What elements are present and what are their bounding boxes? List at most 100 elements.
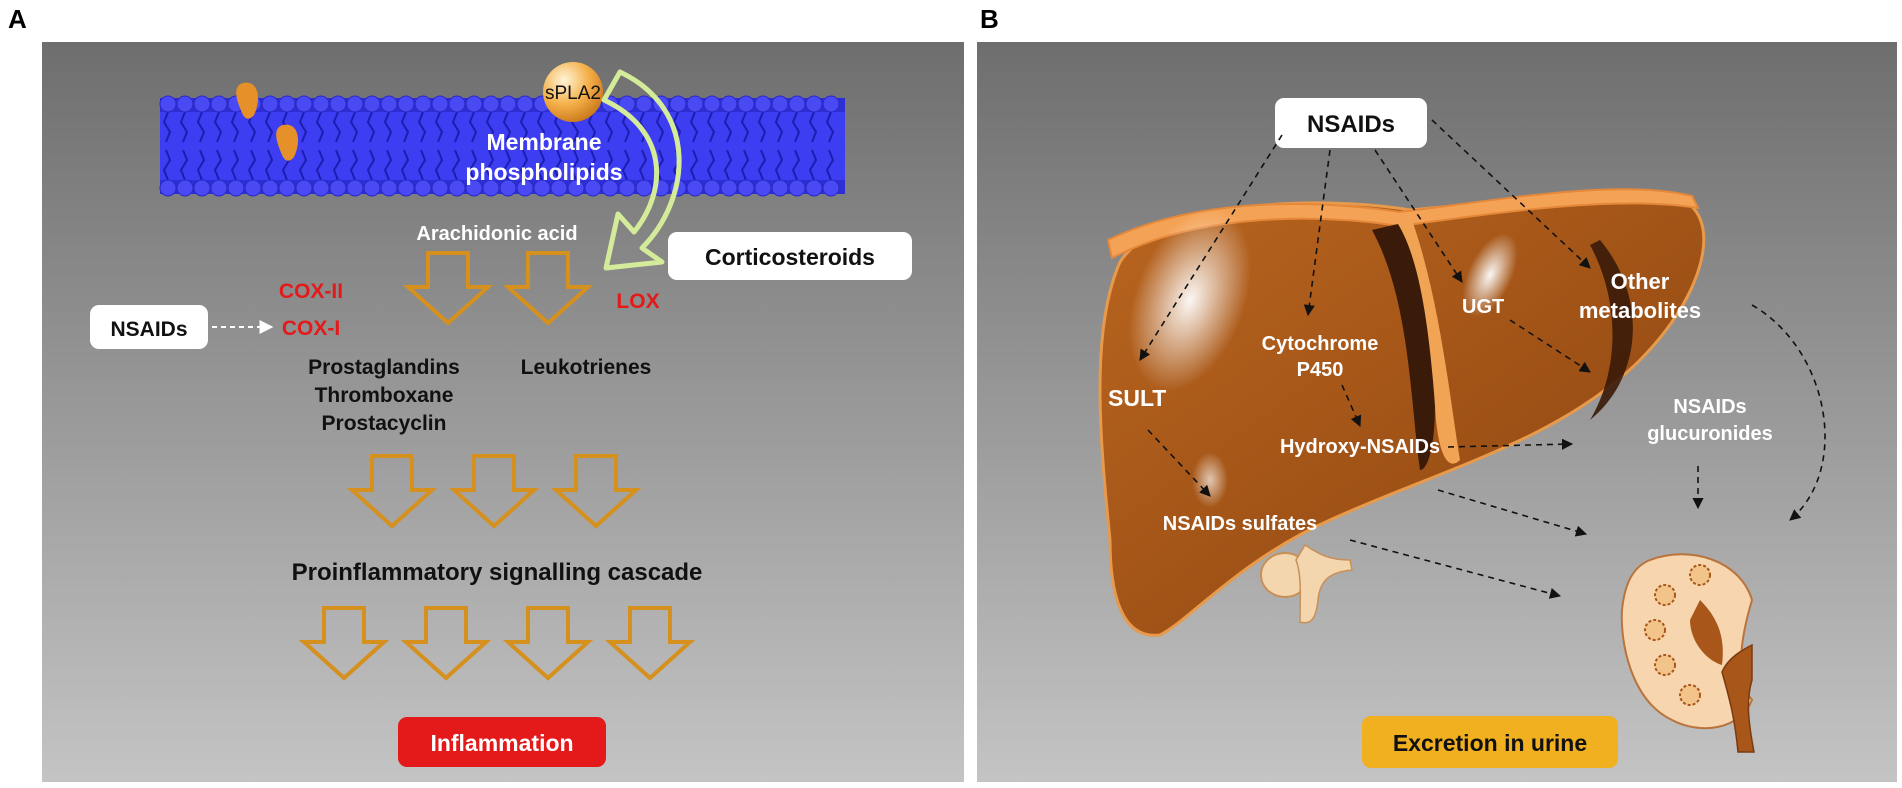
lipid-head [448, 95, 466, 113]
lipid-tail [825, 111, 835, 143]
arrow-ugt-to-glucuronides [1509, 319, 1591, 373]
membrane-bilayer [159, 95, 845, 197]
liver-illustration [1098, 188, 1706, 637]
lipid-tail [485, 149, 495, 181]
lipid-head [431, 95, 449, 113]
lipid-tail [536, 149, 546, 181]
lipid-head [703, 95, 721, 113]
nsaids-box-a [90, 305, 208, 349]
lipid-head [499, 95, 517, 113]
cox1-label: COX-I [282, 317, 340, 340]
lipid-tail [162, 111, 172, 143]
arrow-cyp-to-hydroxy [1341, 384, 1362, 428]
membrane-label-line1: Membrane [486, 129, 601, 155]
lipid-head [618, 179, 636, 197]
lipid-head [278, 179, 296, 197]
corticosteroids-box [668, 232, 912, 280]
lipid-head [822, 95, 840, 113]
lipid-tail [706, 149, 716, 181]
lipid-head [754, 179, 772, 197]
lipid-tail [604, 111, 614, 143]
lipid-head [397, 95, 415, 113]
lipid-tail [791, 111, 801, 143]
lipid-head [176, 95, 194, 113]
excretion-box [1362, 716, 1618, 768]
lipid-head [584, 179, 602, 197]
lipid-tail [383, 111, 393, 143]
hydroxy-label: Hydroxy-NSAIDs [1280, 436, 1440, 458]
corticosteroid-curve-arrow [601, 69, 682, 271]
lipid-tail [298, 149, 308, 181]
lipid-head [193, 95, 211, 113]
lipid-tail [179, 111, 189, 143]
lipid-tail [808, 149, 818, 181]
lipid-tail [604, 149, 614, 181]
lipid-tail [451, 149, 461, 181]
lipid-tail [213, 111, 223, 143]
nsaids-label-b: NSAIDs [1307, 111, 1395, 138]
lipid-head [465, 179, 483, 197]
lipid-head [686, 95, 704, 113]
lipid-tail [774, 111, 784, 143]
lox-label: LOX [616, 290, 659, 313]
lipid-tail [196, 149, 206, 181]
lipid-tail [417, 149, 427, 181]
lipid-head [499, 179, 517, 197]
lipid-tail [638, 149, 648, 181]
lipid-tail [400, 111, 410, 143]
lipid-tail [825, 149, 835, 181]
panel-b-letter: B [980, 4, 999, 34]
lipid-head [720, 179, 738, 197]
lipid-tail [519, 111, 529, 143]
lipid-head [159, 179, 177, 197]
lipid-tail [621, 111, 631, 143]
lipid-tail [349, 111, 359, 143]
lipid-tail [536, 111, 546, 143]
cox2-label: COX-II [279, 280, 343, 303]
lipid-head [635, 179, 653, 197]
lipid-tail [774, 149, 784, 181]
arrow-other-to-kidney [1751, 304, 1826, 521]
lipid-tail [332, 149, 342, 181]
membrane-label-line2: phospholipids [465, 159, 622, 185]
inflammation-box [398, 717, 606, 767]
lipid-tail [417, 111, 427, 143]
lipid-head [414, 95, 432, 113]
lipid-head [261, 179, 279, 197]
lipid-head [244, 179, 262, 197]
lipid-tail [621, 149, 631, 181]
lipid-head [788, 179, 806, 197]
lipid-tail [434, 149, 444, 181]
sult-label: SULT [1108, 385, 1166, 411]
arrow-nsaids-to-sult [1139, 134, 1283, 361]
lipid-tail [264, 149, 274, 181]
other-label-line2: metabolites [1579, 298, 1701, 323]
prostaglandins-label: Prostaglandins [308, 356, 460, 379]
lipid-tail [468, 111, 478, 143]
lipid-head [397, 179, 415, 197]
nsaids-label-a: NSAIDs [110, 318, 187, 341]
lipid-head [805, 95, 823, 113]
arrow-hydroxy-to-kidney [1437, 489, 1588, 537]
lipid-head [482, 95, 500, 113]
lipid-head [414, 179, 432, 197]
corticosteroids-label: Corticosteroids [705, 244, 875, 270]
arrow-sulfates-to-kidney [1349, 539, 1562, 599]
membrane-protein-1 [236, 82, 259, 119]
arrow-hydroxy-to-glucuronides [1447, 438, 1574, 450]
lipid-tail [264, 111, 274, 143]
glucuronides-label-line1: NSAIDs [1673, 396, 1746, 418]
thromboxane-label: Thromboxane [315, 384, 454, 407]
panel-a: A sPLA2 Membrane phospholipids Arachidon… [8, 4, 964, 782]
lipid-tail [230, 111, 240, 143]
lipid-tail [723, 111, 733, 143]
cyp-label-line2: P450 [1297, 359, 1344, 381]
metabolism-arrows [1139, 119, 1826, 599]
lipid-tail [383, 149, 393, 181]
lipid-tail [740, 149, 750, 181]
lipid-tail [451, 111, 461, 143]
inflammation-label: Inflammation [430, 730, 573, 756]
lipid-tail [332, 111, 342, 143]
lipid-head [805, 179, 823, 197]
